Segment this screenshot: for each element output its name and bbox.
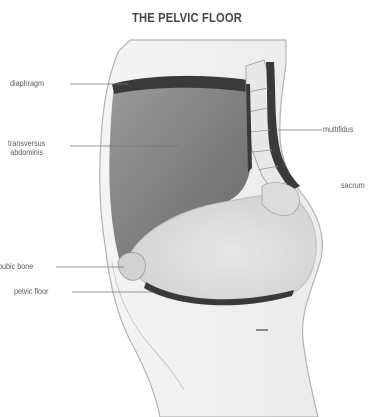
label-transversus-line1: transversus	[8, 139, 45, 148]
label-multifidus: multifidus	[323, 126, 353, 134]
label-sacrum: sacrum	[341, 182, 365, 190]
label-diaphragm: diaphragm	[10, 80, 44, 88]
label-transversus-abdominis: transversus abdominis	[8, 139, 45, 157]
label-pelvic-floor: pelvic floor	[14, 288, 48, 296]
label-transversus-line2: abdominis	[8, 148, 45, 157]
label-pubic-bone: pubic bone	[0, 263, 33, 271]
